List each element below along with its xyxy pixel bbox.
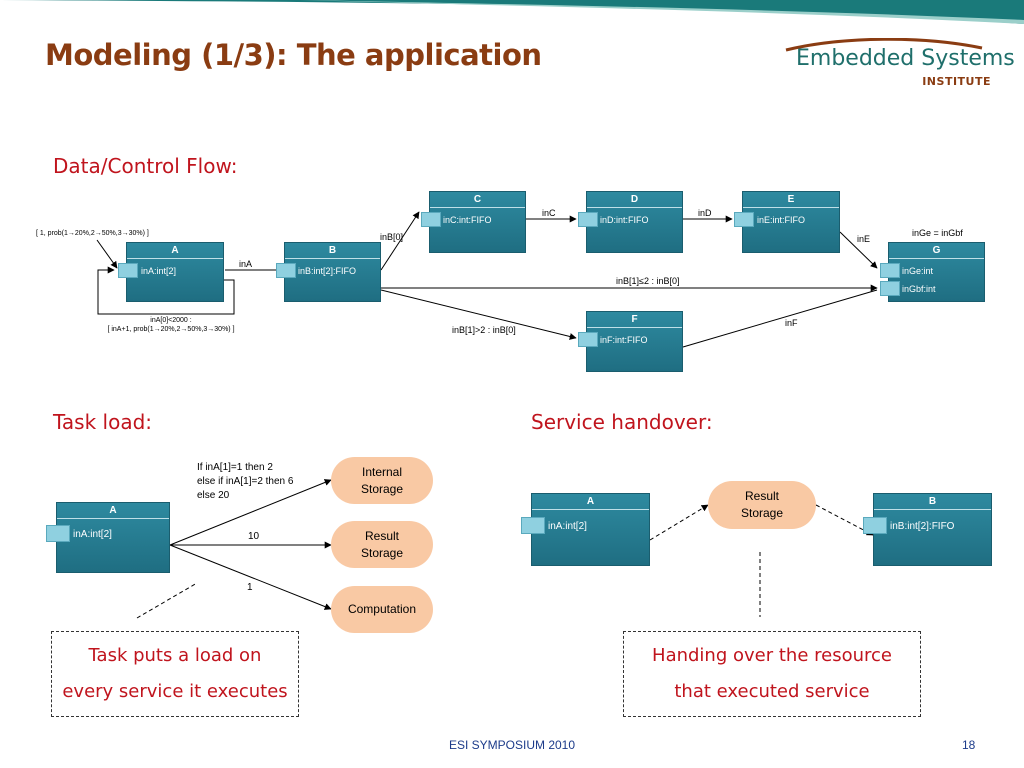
handover-component-b-name: B xyxy=(874,494,991,510)
edge-handover-a xyxy=(649,504,709,541)
port-inc-label: inC:int:FIFO xyxy=(443,215,492,225)
handover-component-b: B inB:int[2]:FIFO xyxy=(863,493,992,566)
component-e: E inE:int:FIFO xyxy=(734,191,840,253)
edge-f-g-label: inF xyxy=(785,318,798,328)
component-b-name: B xyxy=(285,243,380,259)
port-ine xyxy=(734,212,754,227)
edge-a-b-label: inA xyxy=(239,259,253,269)
page-title: Modeling (1/3): The application xyxy=(45,38,542,72)
handover-note: Handing over the resource that executed … xyxy=(623,631,921,717)
service-result-storage-line1: Result xyxy=(364,528,399,543)
service-computation-label: Computation xyxy=(347,602,417,616)
service-internal-storage-line1: Internal xyxy=(361,464,403,479)
component-g: G inGe:int inGbf:int xyxy=(880,242,985,302)
component-c: C inC:int:FIFO xyxy=(421,191,526,253)
edge-loop-label-2: [ inA+1, prob(1→20%,2→50%,3→30%) ] xyxy=(107,326,235,333)
port-inb-label: inB:int[2]:FIFO xyxy=(298,266,357,276)
component-f: F inF:int:FIFO xyxy=(578,311,683,372)
edge-b-f-label: inB[1]>2 : inB[0] xyxy=(452,325,516,335)
footer-text: ESI SYMPOSIUM 2010 xyxy=(448,738,576,752)
handover-note-line1: Handing over the resource xyxy=(652,645,892,666)
edge-b-f xyxy=(380,289,577,340)
component-e-name: E xyxy=(743,192,839,208)
logo-name: Embedded Systems xyxy=(796,46,1015,71)
port-ind xyxy=(578,212,598,227)
component-a-name: A xyxy=(127,243,223,259)
handover-component-a-name: A xyxy=(532,494,649,510)
page-number: 18 xyxy=(962,738,976,752)
task-load-note: Task puts a load on every service it exe… xyxy=(51,631,299,717)
task-load-note-line1: Task puts a load on xyxy=(88,645,262,666)
handover-note-line2: that executed service xyxy=(674,681,870,702)
task-load-computation-value: 1 xyxy=(247,582,253,593)
component-d-name: D xyxy=(587,192,682,208)
port-inf-label: inF:int:FIFO xyxy=(600,335,648,345)
section-task-load-title: Task load: xyxy=(53,410,153,434)
port-inb xyxy=(276,263,296,278)
component-g-note: inGe = inGbf xyxy=(912,228,963,238)
port-ingbf xyxy=(880,281,900,296)
task-load-cond-2: else if inA[1]=2 then 6 xyxy=(197,476,294,487)
handover-port-inb-label: inB:int[2]:FIFO xyxy=(890,521,955,532)
port-ina xyxy=(118,263,138,278)
handover-service-line1: Result xyxy=(744,489,779,503)
note-link-task xyxy=(136,582,198,619)
component-c-name: C xyxy=(430,192,525,208)
port-ingbf-label: inGbf:int xyxy=(902,284,936,294)
component-d: D inD:int:FIFO xyxy=(578,191,683,253)
component-g-name: G xyxy=(889,243,984,259)
edge-load-computation xyxy=(169,544,332,610)
section-handover-title: Service handover: xyxy=(531,410,713,434)
edge-load-internal xyxy=(169,479,332,546)
edge-handover-b xyxy=(815,504,874,536)
port-inf xyxy=(578,332,598,347)
logo-subtitle: INSTITUTE xyxy=(922,75,991,88)
edge-b-c-label: inB[0] xyxy=(380,232,404,242)
component-b: B inB:int[2]:FIFO xyxy=(276,242,381,302)
logo-arc-icon xyxy=(785,38,983,52)
task-load-note-line2: every service it executes xyxy=(62,681,288,702)
edge-e-g-label: inE xyxy=(857,234,871,244)
edge-init xyxy=(96,239,118,269)
service-computation: Computation xyxy=(331,586,433,633)
port-ind-label: inD:int:FIFO xyxy=(600,215,649,225)
handover-component-a: A inA:int[2] xyxy=(521,493,650,566)
edge-c-d-label: inC xyxy=(542,208,556,218)
handover-port-ina-label: inA:int[2] xyxy=(548,521,587,532)
task-load-cond-1: If inA[1]=1 then 2 xyxy=(197,462,273,473)
edge-b-g-label: inB[1]≤2 : inB[0] xyxy=(616,276,680,286)
handover-port-inb xyxy=(863,517,887,534)
esi-logo: Embedded Systems INSTITUTE xyxy=(784,38,1015,93)
header-band xyxy=(0,0,1024,24)
service-result-storage-line2: Storage xyxy=(360,545,404,560)
component-a: A inA:int[2] xyxy=(118,242,224,302)
edge-d-e-label: inD xyxy=(698,208,712,218)
task-component-a-name: A xyxy=(57,503,169,519)
task-port-ina-label: inA:int[2] xyxy=(73,529,112,540)
edge-loop xyxy=(97,266,235,315)
service-internal-storage-line2: Storage xyxy=(360,481,404,496)
task-load-result-value: 10 xyxy=(248,531,260,542)
port-ine-label: inE:int:FIFO xyxy=(757,215,806,225)
edge-loop-label-1: inA[0]<2000 : xyxy=(150,317,192,324)
port-inge-label: inGe:int xyxy=(902,266,934,276)
task-component-a: A inA:int[2] xyxy=(46,502,170,573)
port-ina-label: inA:int[2] xyxy=(141,266,177,276)
edge-e-g xyxy=(839,231,878,269)
task-load-cond-3: else 20 xyxy=(197,490,230,501)
edge-f-g xyxy=(682,289,878,348)
component-f-name: F xyxy=(587,312,682,328)
edge-b-c xyxy=(380,211,420,271)
task-port-ina xyxy=(46,525,70,542)
handover-port-ina xyxy=(521,517,545,534)
section-flow-title: Data/Control Flow: xyxy=(53,154,238,178)
handover-service-line2: Storage xyxy=(740,506,784,520)
port-inge xyxy=(880,263,900,278)
edge-init-label: [ 1, prob(1→20%,2→50%,3→30%) ] xyxy=(36,230,149,237)
port-inc xyxy=(421,212,441,227)
